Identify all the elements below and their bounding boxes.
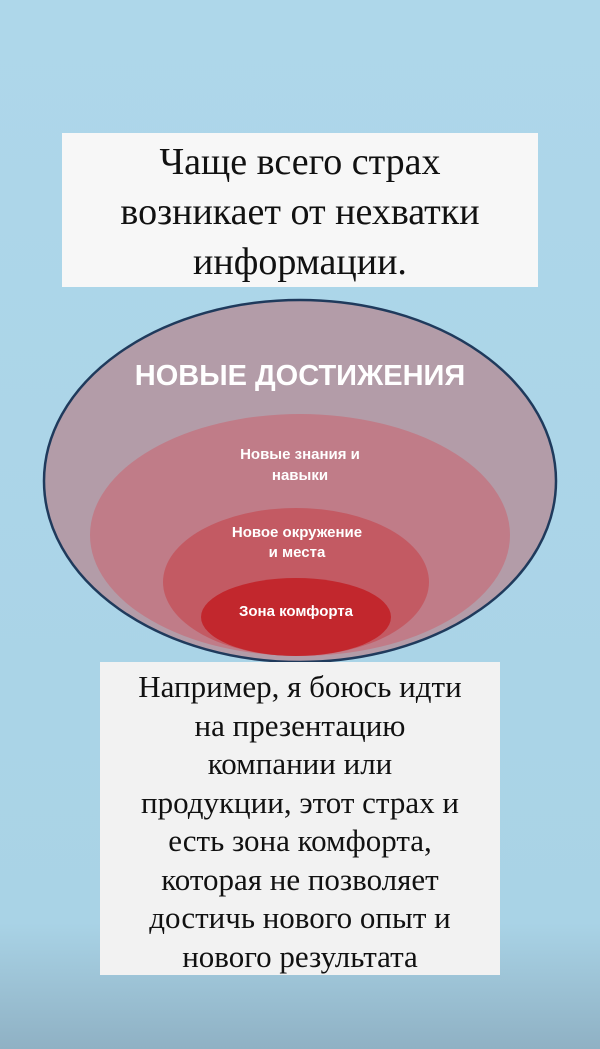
body-line: Например, я боюсь идти xyxy=(138,669,462,704)
body-line: компании или xyxy=(207,746,393,781)
label-comfort-zone: Зона комфорта xyxy=(239,603,354,620)
body-text-box: Например, я боюсь идти на презентацию ко… xyxy=(100,662,500,975)
label-new-environment: и места xyxy=(269,544,326,561)
body-line: которая не позволяет xyxy=(161,861,439,897)
label-new-knowledge: навыки xyxy=(272,467,328,484)
body-line: нового результата xyxy=(182,938,418,974)
label-new-knowledge: Новые знания и xyxy=(240,446,360,463)
body-line: достичь нового опыт и xyxy=(149,900,451,935)
heading-line: Чаще всего страх xyxy=(159,141,441,183)
label-new-environment: Новое окружение xyxy=(232,524,362,541)
heading-line: возникает от нехватки xyxy=(120,191,480,233)
body-line: есть зона комфорта, xyxy=(168,823,432,858)
heading-line: информации. xyxy=(193,241,407,283)
heading-text-box: Чаще всего страх возникает от нехватки и… xyxy=(62,133,538,287)
body-line: на презентацию xyxy=(194,707,406,743)
zone-comfort xyxy=(201,578,391,656)
label-new-achievements: НОВЫЕ ДОСТИЖЕНИЯ xyxy=(135,360,465,392)
body-line: продукции, этот страх и xyxy=(141,784,459,820)
